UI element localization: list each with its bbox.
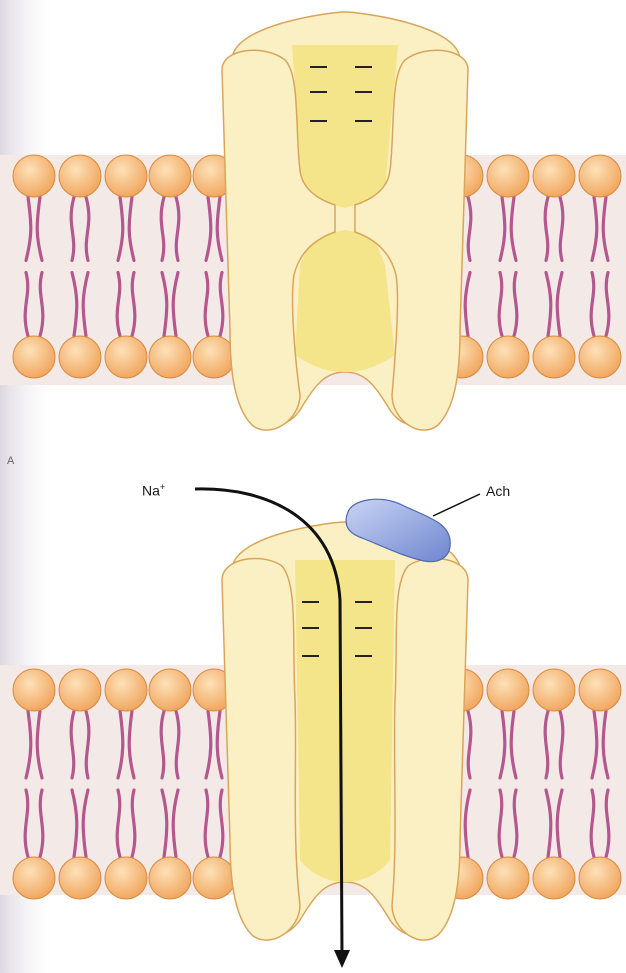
lipid-head <box>13 669 55 711</box>
ach-label: Ach <box>486 483 510 499</box>
lipid-head <box>579 857 621 899</box>
open-channel-left-subunit <box>222 558 300 940</box>
lipid-head <box>13 336 55 378</box>
lipid-head <box>579 155 621 197</box>
open-channel-right-subunit <box>392 558 468 940</box>
lipid-head <box>59 857 101 899</box>
lipid-head <box>149 336 191 378</box>
lipid-head <box>193 857 235 899</box>
open-channel-pore <box>295 560 395 882</box>
lipid-head <box>533 669 575 711</box>
lipid-head <box>105 336 147 378</box>
lipid-head <box>533 857 575 899</box>
lipid-head <box>487 336 529 378</box>
lipid-head <box>533 336 575 378</box>
sodium-ion-label: Na+ <box>142 482 165 499</box>
ion-symbol: Na <box>142 483 160 499</box>
lipid-head <box>59 336 101 378</box>
arrowhead-icon <box>334 950 350 968</box>
open-channel <box>222 522 468 940</box>
lipid-head <box>59 669 101 711</box>
panel-label: A <box>7 455 14 467</box>
lipid-head <box>149 155 191 197</box>
lipid-head <box>13 155 55 197</box>
lipid-head <box>579 336 621 378</box>
lipid-head <box>533 155 575 197</box>
lipid-head <box>487 669 529 711</box>
lipid-head <box>487 857 529 899</box>
lipid-head <box>59 155 101 197</box>
ligand-leader-line <box>433 494 480 516</box>
lipid-head <box>149 669 191 711</box>
lipid-head <box>105 857 147 899</box>
lipid-head <box>487 155 529 197</box>
lipid-head <box>105 155 147 197</box>
lipid-head <box>579 669 621 711</box>
lipid-head <box>149 857 191 899</box>
lipid-head <box>193 336 235 378</box>
ion-charge: + <box>160 482 165 492</box>
lipid-head <box>105 669 147 711</box>
lipid-head <box>13 857 55 899</box>
closed-channel <box>222 12 468 430</box>
